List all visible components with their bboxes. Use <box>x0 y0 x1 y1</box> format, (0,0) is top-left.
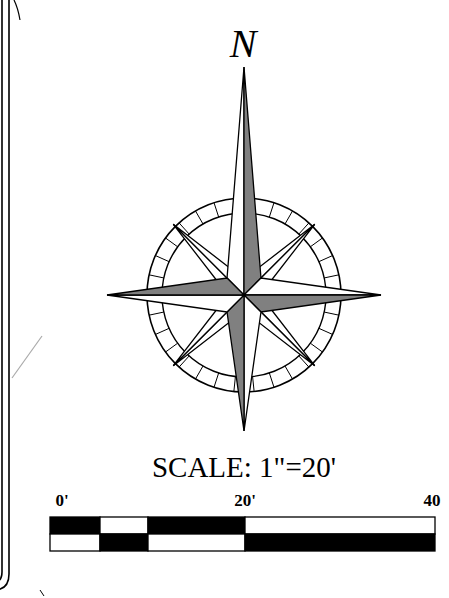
compass-rose <box>107 67 381 431</box>
scale-tick-label: 0' <box>55 492 68 509</box>
scale-tick-label: 40 <box>424 492 441 509</box>
boundary-tick <box>40 590 44 596</box>
scale-bar <box>50 517 435 551</box>
parcel-boundary <box>0 0 20 590</box>
north-letter: N <box>230 24 257 64</box>
boundary-line <box>12 336 42 378</box>
scale-tick-label: 20' <box>234 492 256 509</box>
scale-caption: SCALE: 1"=20' <box>152 453 336 482</box>
